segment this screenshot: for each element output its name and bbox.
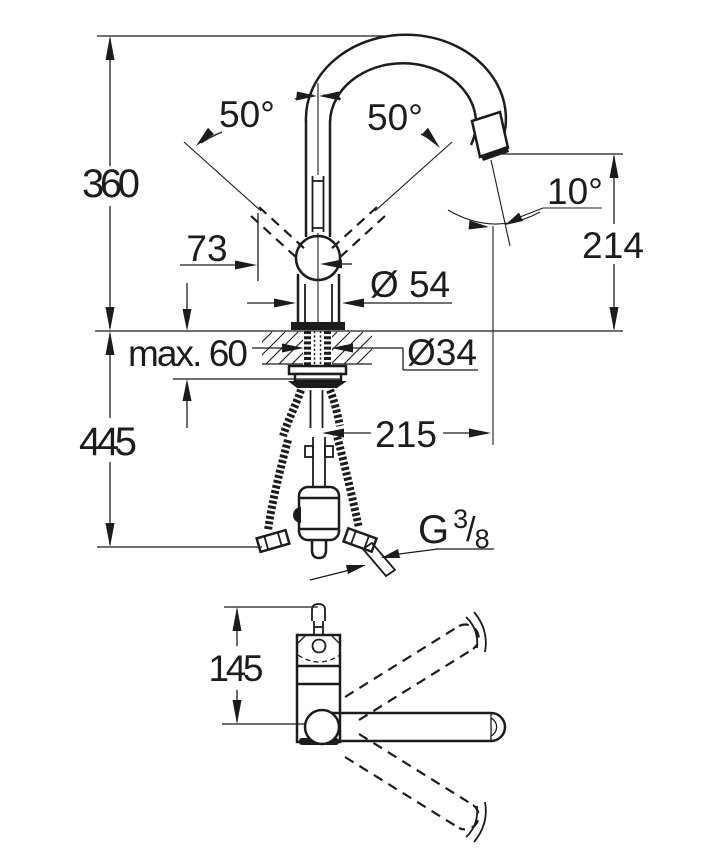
dim-mounting-thickness: max. 60 xyxy=(128,283,340,428)
dim-overall-height: 360 xyxy=(82,35,390,331)
plan-spout-pivot xyxy=(303,708,341,746)
g38-tube xyxy=(361,541,397,578)
dim-73-label: 73 xyxy=(186,228,227,269)
dim-max60-label: max. 60 xyxy=(128,333,248,374)
hose-weight xyxy=(293,485,341,560)
plan-spout-solid xyxy=(332,711,507,743)
dim-below-deck: 445 xyxy=(79,331,262,548)
front-view: 360 445 73 50° xyxy=(79,33,644,581)
mounting-nut xyxy=(293,372,343,383)
dim-plan-depth: 145 xyxy=(209,606,318,725)
dim-swivel-left: 50° xyxy=(196,91,317,146)
faucet-body-outline xyxy=(291,33,511,330)
dim-hole-diameter: Ø34 xyxy=(252,332,478,373)
dim-50-right-label: 50° xyxy=(367,97,423,138)
spout-nozzle xyxy=(470,110,510,159)
dim-outlet-height: 214 xyxy=(498,153,644,331)
swivel-range xyxy=(183,141,453,260)
dim-spout-tilt: 10° xyxy=(447,171,603,230)
dim-215-label: 215 xyxy=(375,414,437,455)
plan-spout-swivel-up xyxy=(344,611,487,721)
under-counter-assembly xyxy=(255,331,397,578)
dim-145-label: 145 xyxy=(209,648,264,689)
dim-34-label: Ø34 xyxy=(407,332,477,373)
plan-spout-swivel-down xyxy=(344,733,487,843)
dim-214-label: 214 xyxy=(582,225,644,266)
dim-swivel-right: 50° xyxy=(319,91,440,148)
dim-spout-reach: 215 xyxy=(322,226,494,455)
dim-445-label: 445 xyxy=(79,420,137,464)
plan-view: 145 xyxy=(209,603,507,843)
dim-10-label: 10° xyxy=(547,171,603,212)
supply-hoses xyxy=(255,430,397,578)
dim-360-label: 360 xyxy=(82,162,140,206)
water-stream-line xyxy=(490,159,511,247)
dim-50-left-label: 50° xyxy=(219,94,275,135)
aerator-tip xyxy=(481,146,509,161)
dim-handle-offset: 73 xyxy=(180,213,352,281)
dim-54-label: Ø 54 xyxy=(370,264,450,305)
dim-body-diameter: Ø 54 xyxy=(247,264,452,308)
pullout-hose-inside xyxy=(311,176,325,232)
